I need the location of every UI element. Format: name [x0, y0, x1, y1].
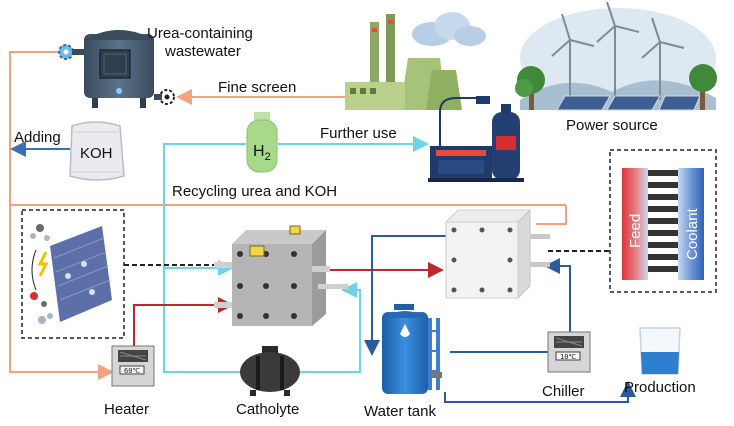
water-tank-label: Water tank — [364, 403, 436, 420]
feed-label: Feed — [627, 214, 644, 248]
wastewater-label-line1: Urea-containing — [147, 25, 253, 42]
orange-recycle-pipes — [9, 51, 567, 380]
power-source-label: Power source — [566, 117, 658, 134]
heater-label: Heater — [104, 401, 149, 418]
catholyte-label: Catholyte — [236, 401, 299, 418]
wastewater-tank-icon — [84, 30, 154, 108]
recycling-label: Recycling urea and KOH — [172, 183, 337, 200]
generator-icon — [428, 96, 524, 182]
wastewater-label-line2: wastewater — [164, 43, 241, 60]
feed-coolant-inset: Feed Coolant — [609, 149, 717, 293]
catalyst-inset — [21, 209, 125, 339]
cooling-fins-icon — [648, 170, 678, 272]
cyan-hydrogen-pipes — [163, 136, 429, 373]
factory-icon — [345, 14, 462, 110]
chiller-display: 10℃ — [560, 353, 576, 361]
beaker-icon — [639, 327, 681, 375]
hydrogen-cylinder-icon: H2 — [246, 112, 278, 173]
gear-icon — [58, 44, 175, 105]
solar-panel-icon — [556, 95, 701, 111]
catholyte-tank-icon — [240, 346, 300, 396]
heater-display: 60℃ — [124, 367, 140, 375]
chiller-label: Chiller — [542, 383, 585, 400]
wind-turbine-icon — [551, 1, 685, 100]
further-use-label: Further use — [320, 125, 397, 142]
cloud-icon — [412, 12, 486, 46]
h2-label: H2 — [253, 143, 271, 163]
production-label: Production — [624, 379, 696, 396]
electrolyzer-icon — [214, 225, 348, 326]
tree-icon — [515, 64, 717, 110]
red-heated-pipes — [133, 262, 444, 352]
chiller-icon: 10℃ — [547, 331, 591, 373]
heater-icon: 60℃ — [111, 345, 155, 387]
power-source-scene — [520, 8, 716, 110]
water-tank-icon — [382, 304, 442, 394]
adding-label: Adding — [14, 129, 61, 146]
fine-screen-label: Fine screen — [218, 79, 296, 96]
coolant-label: Coolant — [684, 207, 701, 260]
cooling-unit-icon — [444, 208, 550, 300]
koh-label: KOH — [80, 145, 113, 162]
koh-bag-icon: KOH — [69, 121, 125, 181]
